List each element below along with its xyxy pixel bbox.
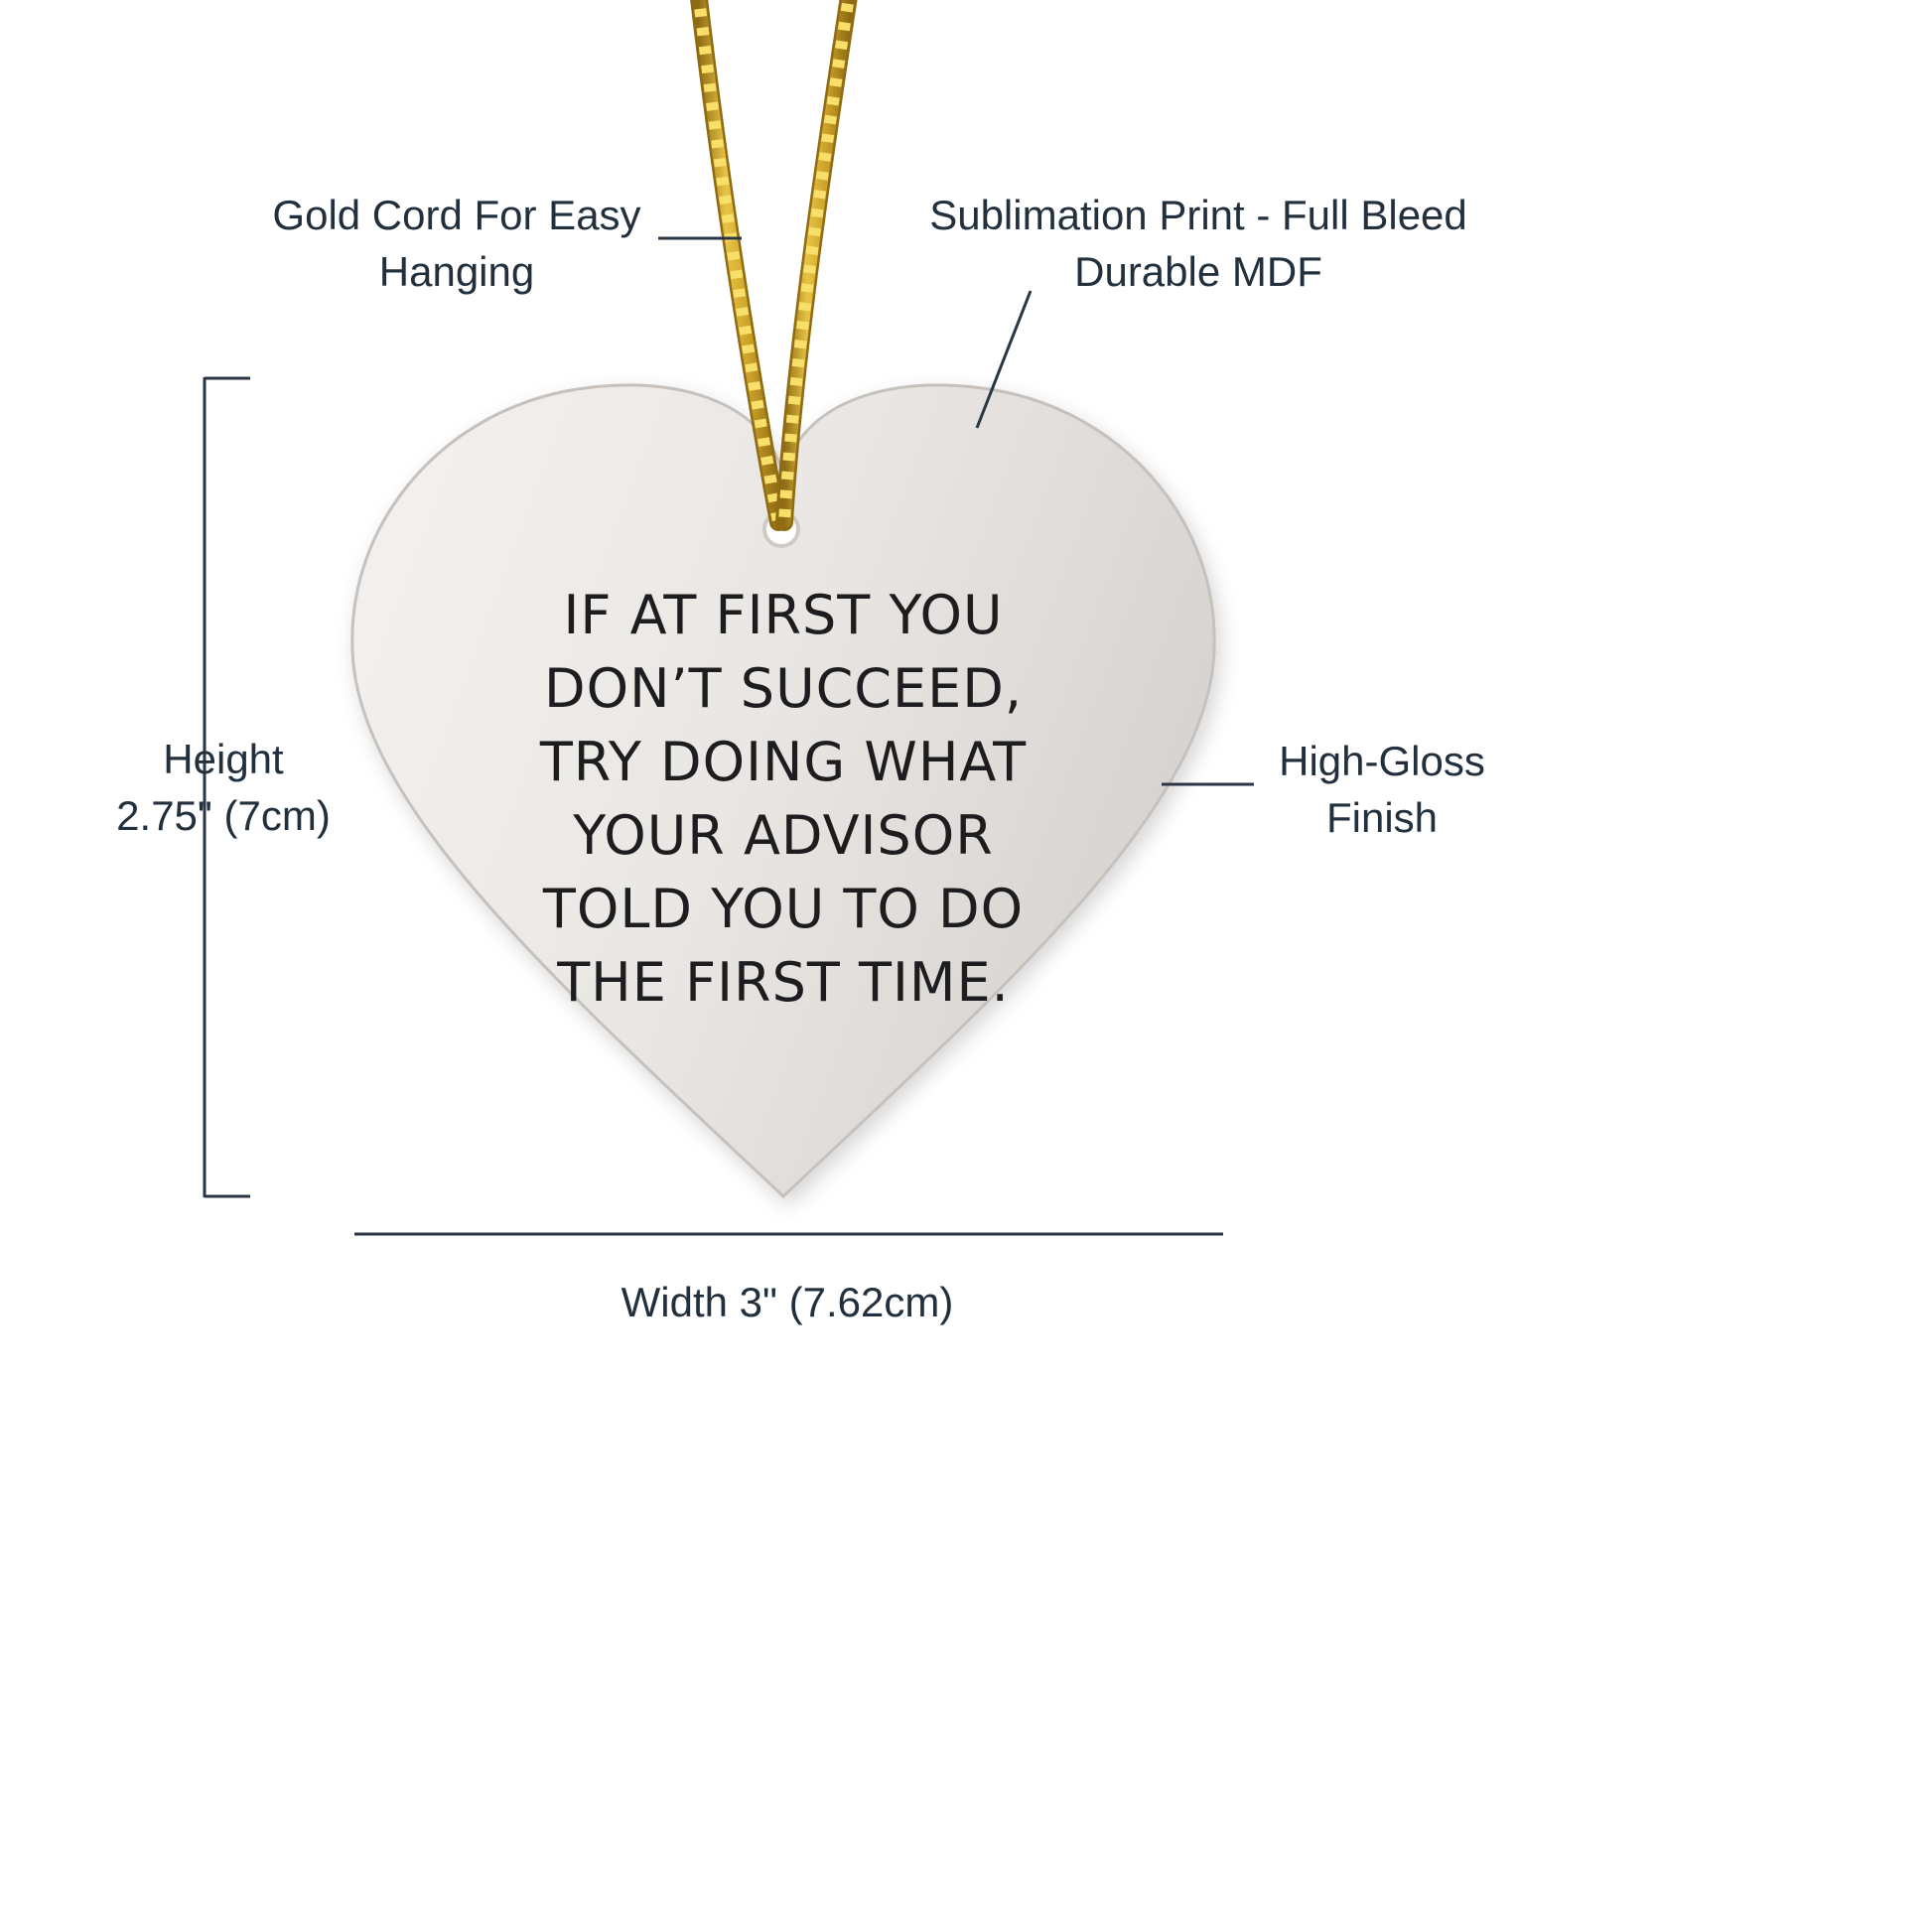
leader-line-sublimation <box>975 290 1033 429</box>
sublimation-label: Sublimation Print - Full Bleed Durable M… <box>920 187 1476 300</box>
height-label: Height 2.75" (7cm) <box>74 731 372 844</box>
height-dimension-line <box>203 376 250 1198</box>
quote-line: THE FIRST TIME. <box>557 951 1010 1014</box>
gold-cord <box>690 0 858 531</box>
gold-cord-label-line2: Hanging <box>378 248 535 295</box>
quote-line: TOLD YOU TO DO <box>542 878 1025 940</box>
gold-cord-label: Gold Cord For Easy Hanging <box>263 187 650 300</box>
high-gloss-label: High-Gloss Finish <box>1233 733 1531 846</box>
sublimation-label-line2: Durable MDF <box>1074 248 1322 295</box>
quote-line: TRY DOING WHAT <box>539 731 1028 793</box>
quote-line: YOUR ADVISOR <box>573 804 994 867</box>
gold-cord-label-line1: Gold Cord For Easy <box>272 192 641 238</box>
high-gloss-label-line2: Finish <box>1325 794 1439 841</box>
width-label: Width 3" (7.62cm) <box>539 1274 1035 1330</box>
heart-ornament <box>350 383 1216 1199</box>
ornament-quote: IF AT FIRST YOU DON’T SUCCEED, TRY DOING… <box>485 579 1081 1020</box>
sublimation-label-line1: Sublimation Print - Full Bleed <box>929 192 1467 238</box>
height-label-line1: Height <box>163 736 284 782</box>
high-gloss-label-line1: High-Gloss <box>1279 738 1485 784</box>
width-label-text: Width 3" (7.62cm) <box>621 1279 954 1325</box>
quote-line: DON’T SUCCEED, <box>544 657 1023 720</box>
quote-line: IF AT FIRST YOU <box>563 584 1004 646</box>
height-label-line2: 2.75" (7cm) <box>116 792 331 839</box>
